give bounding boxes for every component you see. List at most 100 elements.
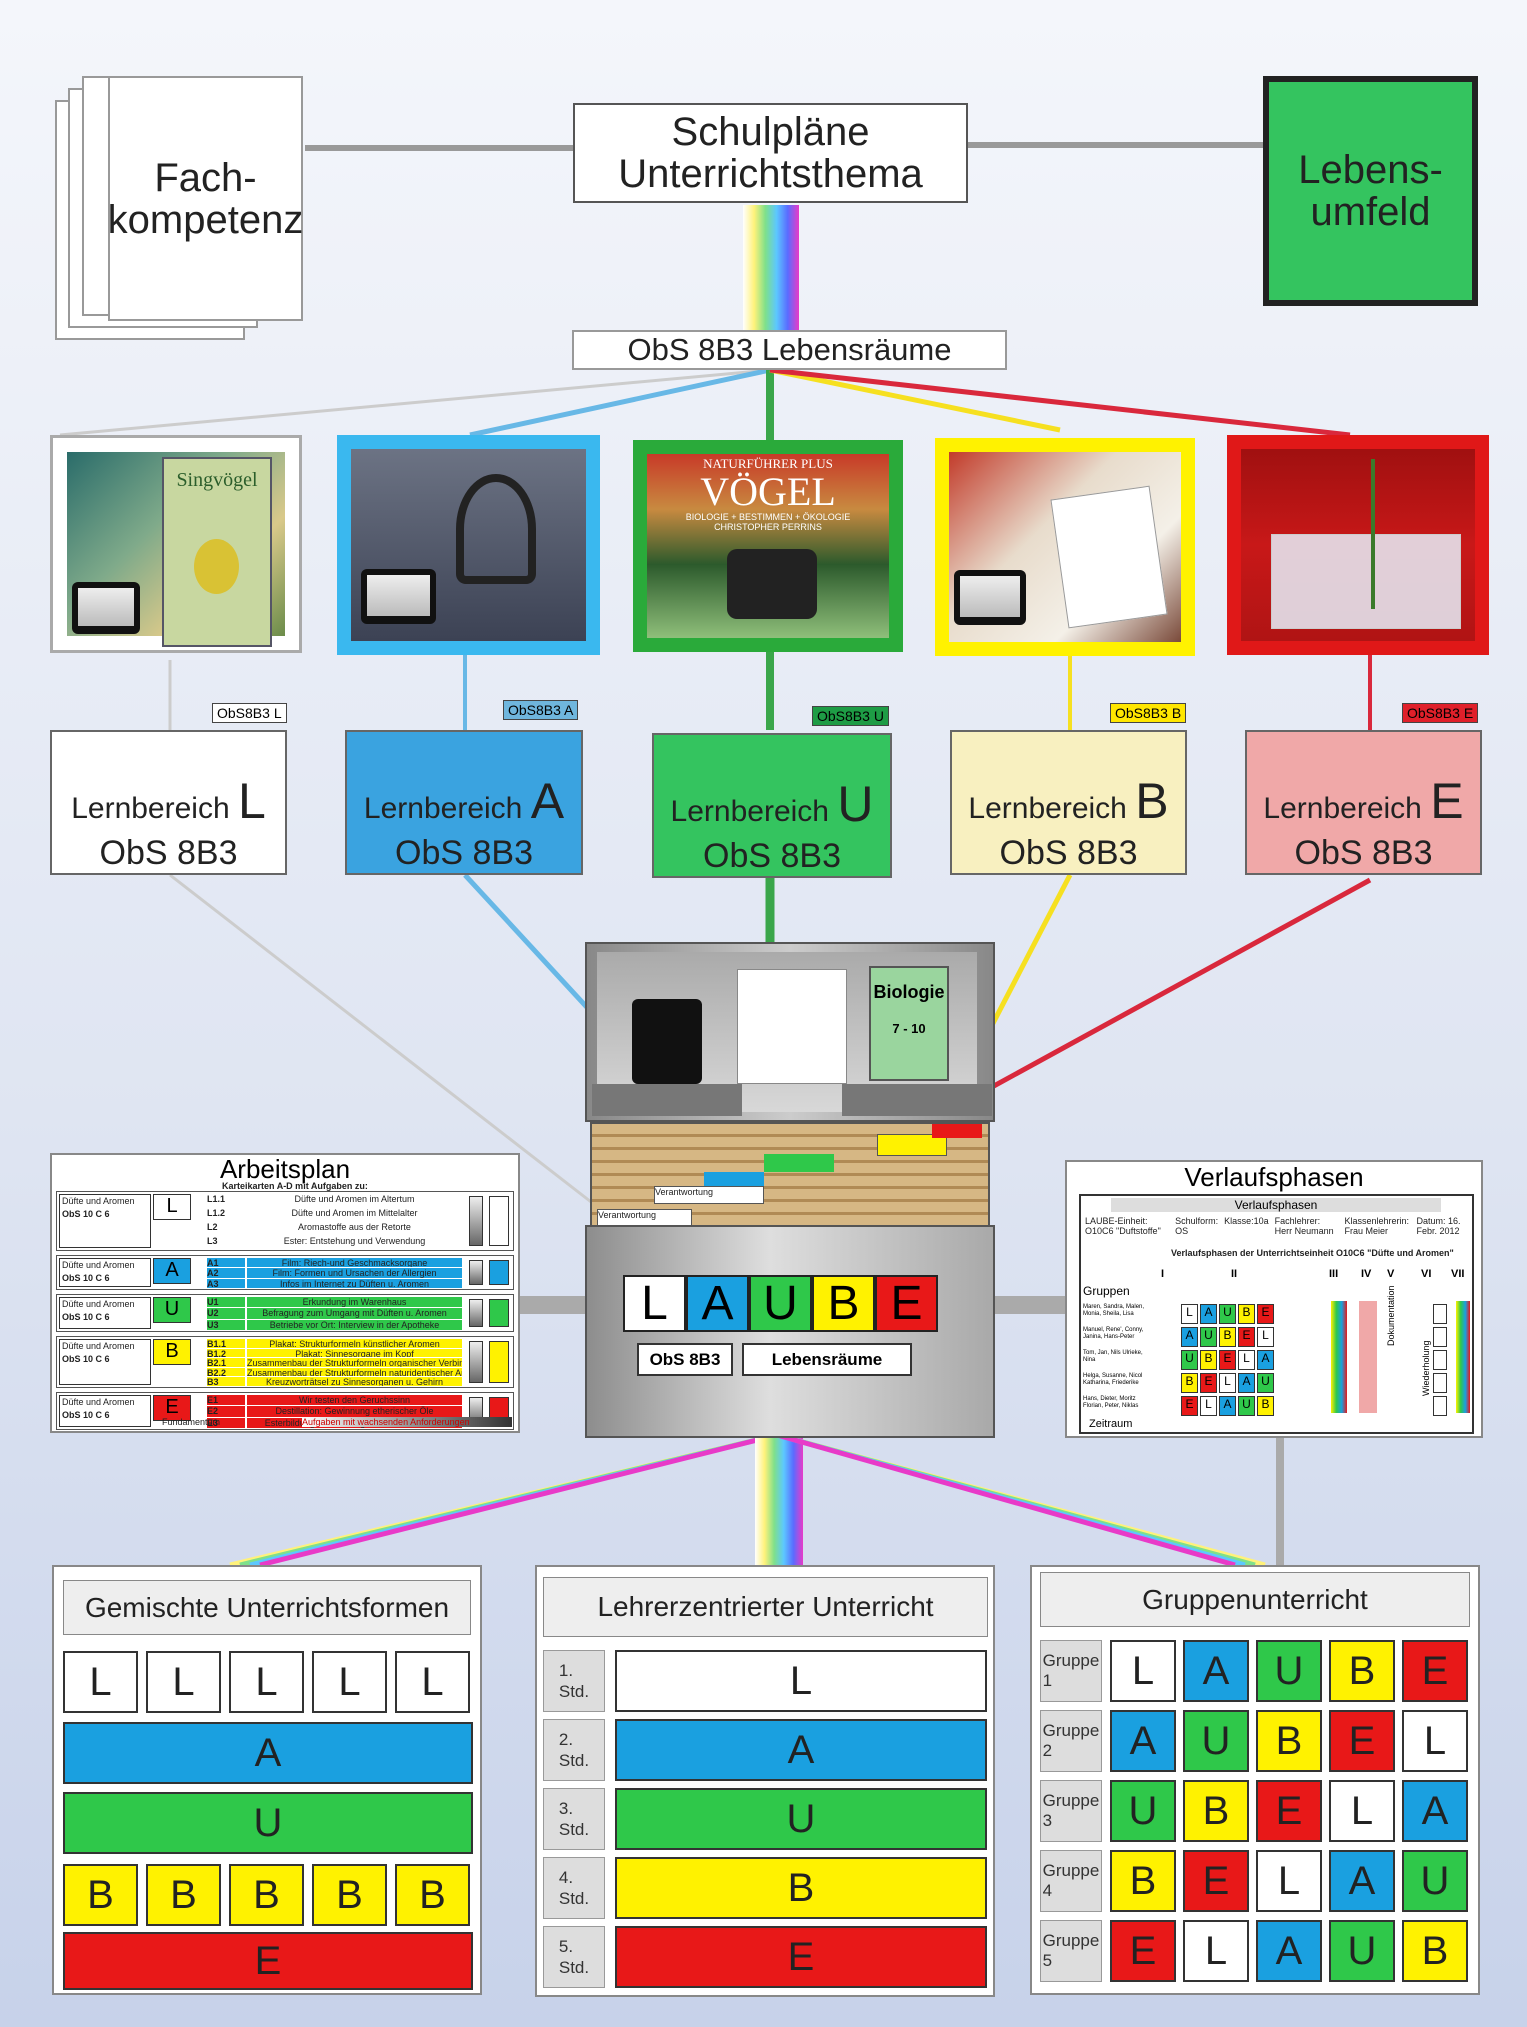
phase-cell: L: [1238, 1350, 1255, 1370]
drawer-card-E: [932, 1124, 982, 1138]
lehrer-bar: A: [615, 1719, 987, 1781]
gruppe-cell: B: [1329, 1640, 1395, 1702]
gruppe-cell: U: [1110, 1780, 1176, 1842]
verlaufsphasen-info: LAUBE-Einheit: O10C6 "Duftstoffe"Schulfo…: [1085, 1216, 1461, 1236]
arbeitsplan-item-text: Betriebe vor Ort: Interview in der Apoth…: [247, 1319, 462, 1330]
arbeitsplan-miniature: [737, 969, 847, 1084]
fachkompetenz-box: Fach- kompetenz: [108, 76, 303, 321]
lernbereich-E: Lernbereich E ObS 8B3: [1245, 730, 1482, 875]
group-names: Tom, Jan, Nils Ulrieke, Nina: [1083, 1350, 1143, 1363]
checkbox: [489, 1196, 509, 1246]
headphones-icon: [456, 474, 536, 584]
arbeitsplan-item-text: Kreuzworträtsel zu Sinnesorganen u. Gehi…: [247, 1377, 462, 1386]
arbeitsplan-item-code: U1: [207, 1297, 245, 1308]
group-names: Hans, Dieter, Moritz Florian, Peter, Nik…: [1083, 1396, 1139, 1409]
gemischt-cell-B: B: [395, 1864, 470, 1926]
arbeitsplan-item-text: Destillation: Gewinnung etherischer Öle: [247, 1406, 462, 1417]
schulplaene-label: Schulpläne Unterrichtsthema: [618, 110, 923, 196]
lernbereich-word: Lernbereich: [71, 792, 230, 825]
books-image: Singvögel: [67, 452, 285, 647]
shelf-block-left: [592, 1084, 742, 1116]
gemischt-cell-L: L: [395, 1651, 470, 1713]
gruppe-cell: A: [1402, 1780, 1468, 1842]
gruppe-cell: L: [1256, 1850, 1322, 1912]
phase-cell: A: [1257, 1350, 1274, 1370]
gruppen-title: Gruppenunterricht: [1040, 1572, 1470, 1627]
phase-cell-vi: [1433, 1396, 1447, 1416]
phase-cell: B: [1257, 1396, 1274, 1416]
rainbow-fan-bottom: [229, 1432, 1266, 1568]
arbeitsplan-item-text: Zusammenbau der Strukturformeln organisc…: [247, 1358, 462, 1367]
phase-cell: L: [1200, 1396, 1217, 1416]
arbeitsplan-letter: A: [153, 1258, 191, 1284]
cards-image-frame: [935, 438, 1195, 656]
tag-B: ObS8B3 B: [1110, 703, 1187, 723]
arbeitsplan-header: Karteikarten A-D mit Aufgaben zu:: [222, 1181, 368, 1191]
laube-letter-B: B: [812, 1275, 875, 1332]
arbeitsplan-topic: Düfte und Aromen: [62, 1397, 135, 1407]
arbeitsplan-item-code: B1.2: [207, 1348, 245, 1359]
phase-cell: U: [1181, 1350, 1198, 1370]
arbeitsplan-code: ObS 10 C 6: [62, 1410, 110, 1420]
lehrer-std-label: 5. Std.: [543, 1926, 605, 1988]
phase-cell: A: [1238, 1373, 1255, 1393]
arbeitsplan-item-code: U3: [207, 1319, 245, 1330]
gruppe-cell: L: [1329, 1780, 1395, 1842]
lehrer-std-label: 1. Std.: [543, 1650, 605, 1712]
difficulty-bar: [469, 1196, 483, 1246]
cabinet-body: L A U B E ObS 8B3 Lebensräume: [585, 1225, 995, 1438]
phase-cell: A: [1219, 1396, 1236, 1416]
phase-cell: L: [1219, 1373, 1236, 1393]
arbeitsplan-item-code: E3: [207, 1417, 245, 1428]
arbeitsplan-letter: B: [153, 1339, 191, 1365]
dokumentation-label: Dokumentation: [1386, 1285, 1396, 1346]
shelf-block-right: [842, 1084, 992, 1116]
arbeitsplan-letter: U: [153, 1297, 191, 1323]
lehrer-bar: L: [615, 1650, 987, 1712]
checkbox: [489, 1341, 509, 1383]
glass-container: [1271, 534, 1461, 629]
tag-E: ObS8B3 E: [1402, 703, 1479, 723]
lehrer-bar: E: [615, 1926, 987, 1988]
arbeitsplan-item-text: Befragung zum Umgang mit Düften u. Arome…: [247, 1308, 462, 1319]
phase-cell: E: [1238, 1327, 1255, 1347]
lehrer-std-label: 2. Std.: [543, 1719, 605, 1781]
phase-cell: E: [1181, 1396, 1198, 1416]
gruppe-cell: L: [1110, 1640, 1176, 1702]
verlaufsphasen-table-title: Verlaufsphasen der Unterrichtseinheit O1…: [1171, 1248, 1454, 1258]
rainbow-band-top: [743, 205, 799, 330]
lehrer-std-label: 3. Std.: [543, 1788, 605, 1850]
arbeitsplan-item-code: E2: [207, 1406, 245, 1417]
verlaufsphasen-panel: Verlaufsphasen Verlaufsphasen LAUBE-Einh…: [1065, 1160, 1483, 1438]
phase-cell: U: [1238, 1396, 1255, 1416]
arbeitsplan-item-text: Film: Formen und Ursachen der Allergien: [247, 1268, 462, 1278]
arbeitsplan-code: ObS 10 C 6: [62, 1354, 110, 1364]
gruppe-cell: A: [1110, 1710, 1176, 1772]
cabinet-code: ObS 8B3: [637, 1343, 733, 1376]
phase-cell: U: [1257, 1373, 1274, 1393]
tag-U: ObS8B3 U: [812, 706, 889, 726]
experiment-image: [1241, 449, 1475, 641]
arbeitsplan-item-text: Erkundung im Warenhaus: [247, 1297, 462, 1308]
fachkompetenz-label: Fach- kompetenz: [107, 155, 304, 242]
lernbereich-U: Lernbereich U ObS 8B3: [652, 733, 892, 878]
laube-logo: L A U B E: [623, 1275, 938, 1332]
cabinet-top: Biologie 7 - 10: [585, 942, 995, 1122]
phase-label: VI: [1421, 1268, 1432, 1280]
arbeitsplan-item-code: L2: [207, 1222, 245, 1235]
gruppe-label: Gruppe 3: [1040, 1780, 1102, 1842]
biologie-book-range: 7 - 10: [892, 1021, 926, 1036]
arbeitsplan-code: ObS 10 C 6: [62, 1273, 110, 1283]
tablet-icon: [361, 569, 436, 624]
arbeitsplan-item-code: B1.1: [207, 1339, 245, 1349]
arbeitsplan-item-code: A1: [207, 1258, 245, 1268]
book-subtitle: BIOLOGIE + BESTIMMEN + ÖKOLOGIE: [685, 512, 851, 522]
gruppe-cell: A: [1329, 1850, 1395, 1912]
gruppe-cell: U: [1329, 1920, 1395, 1982]
gemischt-cell-L: L: [63, 1651, 138, 1713]
gemischt-cell-B: B: [229, 1864, 304, 1926]
lehrer-bar: B: [615, 1857, 987, 1919]
drawer-card-U: [764, 1154, 834, 1172]
headphones-image: [351, 449, 586, 641]
